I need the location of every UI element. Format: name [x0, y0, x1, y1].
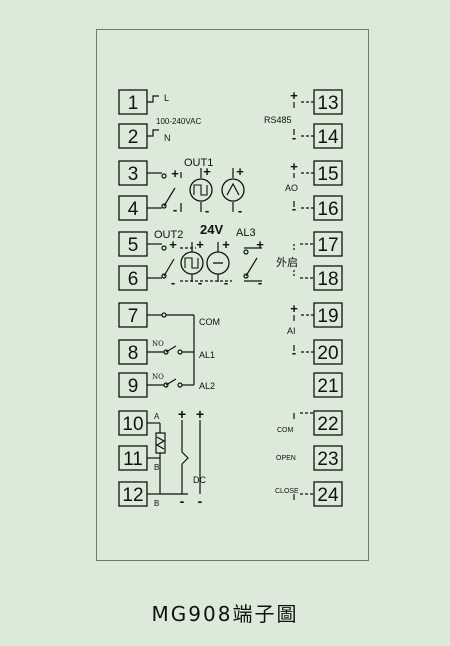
label-a: A — [154, 412, 160, 421]
terminal-number-18: 18 — [317, 269, 338, 290]
al3-minus: - — [258, 275, 262, 290]
terminal-number-20: 20 — [317, 343, 338, 364]
out1-ssr-minus: - — [205, 203, 209, 218]
out1-relay-plus: + — [171, 166, 179, 181]
terminal-number-8: 8 — [128, 343, 139, 364]
out2-ssr-minus: - — [198, 275, 202, 290]
terminal-number-12: 12 — [122, 485, 143, 506]
terminal-number-17: 17 — [317, 235, 338, 256]
label-ao: AO — [285, 183, 298, 193]
terminal-number-2: 2 — [128, 127, 139, 148]
terminal-box-17 — [313, 231, 343, 257]
label-external-start: 外启 — [276, 256, 298, 269]
left-terminals — [118, 89, 148, 507]
label-al3: AL3 — [236, 227, 256, 239]
terminal-number-6: 6 — [128, 269, 139, 290]
ao-minus: - — [292, 201, 296, 216]
rs485-plus: + — [290, 88, 298, 103]
dc-minus-1: - — [180, 493, 185, 509]
terminal-panel — [96, 29, 369, 561]
dc-plus-1: + — [178, 406, 186, 422]
terminal-number-19: 19 — [317, 306, 338, 327]
terminal-number-11: 11 — [123, 449, 143, 470]
out2-ssr-plus: + — [196, 237, 204, 252]
label-24v: 24V — [200, 222, 223, 237]
v24-plus: + — [222, 237, 230, 252]
terminal-box-21 — [313, 372, 343, 398]
terminal-number-4: 4 — [128, 199, 139, 220]
label-l: L — [164, 93, 169, 103]
out2-wiring — [147, 242, 262, 282]
out1-current-plus: + — [236, 164, 244, 179]
label-out2: OUT2 — [154, 229, 183, 241]
label-b-lower: B — [154, 499, 159, 508]
out1-ssr-plus: + — [203, 164, 211, 179]
label-ai: AI — [287, 326, 296, 336]
ai-plus: + — [290, 301, 298, 316]
rs485-minus: - — [292, 130, 296, 145]
label-dc: DC — [193, 475, 206, 485]
terminal-number-16: 16 — [317, 199, 338, 220]
power-wiring — [147, 95, 159, 137]
dc-source-symbol-24v — [206, 251, 230, 275]
al3-plus: + — [256, 237, 264, 252]
terminal-number-7: 7 — [128, 306, 139, 327]
label-n: N — [164, 133, 171, 143]
out1-wiring — [147, 168, 234, 212]
diagram-title: MG908端子圖 — [151, 602, 299, 626]
right-terminals — [313, 89, 343, 507]
terminal-number-24: 24 — [317, 485, 339, 506]
ssr-symbol-out2 — [180, 251, 204, 275]
right-terminal-numbers: 13 14 15 16 17 18 19 20 21 22 23 24 — [317, 93, 339, 506]
label-no-al1: NO — [152, 340, 164, 348]
label-al2: AL2 — [199, 381, 215, 391]
label-no-al2: NO — [152, 373, 164, 381]
left-terminal-numbers: 1 2 3 4 5 6 7 8 9 10 11 12 — [122, 93, 143, 506]
out1-relay-minus: - — [173, 202, 177, 217]
terminal-number-3: 3 — [128, 164, 139, 185]
label-b-upper: B — [154, 463, 159, 472]
ai-minus: - — [292, 345, 296, 360]
terminal-number-13: 13 — [317, 93, 338, 114]
label-open: OPEN — [276, 455, 296, 462]
current-source-symbol-out1 — [221, 178, 245, 202]
label-com-left: COM — [199, 317, 220, 327]
right-side-wiring — [293, 101, 314, 500]
v24-minus: - — [224, 275, 228, 290]
terminal-number-1: 1 — [128, 93, 139, 114]
alarm-wiring — [147, 312, 195, 388]
terminal-number-14: 14 — [317, 127, 339, 148]
terminal-box-23 — [313, 445, 343, 471]
terminal-number-22: 22 — [317, 414, 338, 435]
dc-minus-2: - — [198, 493, 203, 509]
terminal-number-9: 9 — [128, 376, 139, 397]
label-com-right: COM — [277, 427, 294, 434]
out2-relay-plus: + — [169, 237, 177, 252]
label-out1: OUT1 — [184, 157, 213, 169]
label-rs485: RS485 — [264, 115, 292, 125]
label-supply-voltage: 100-240VAC — [156, 117, 201, 126]
terminal-number-5: 5 — [128, 235, 139, 256]
terminal-number-15: 15 — [317, 164, 338, 185]
out1-current-minus: - — [238, 203, 242, 218]
terminal-number-23: 23 — [317, 449, 338, 470]
terminal-box-22 — [313, 410, 343, 436]
ao-plus: + — [290, 159, 298, 174]
terminal-box-24 — [313, 481, 343, 507]
label-al1: AL1 — [199, 350, 215, 360]
terminal-box-18 — [313, 265, 343, 291]
terminal-number-21: 21 — [317, 376, 338, 397]
label-close: CLOSE — [275, 488, 299, 495]
ssr-symbol-out1 — [189, 178, 213, 202]
rs485-dc-wiring — [147, 420, 201, 495]
dc-plus-2: + — [196, 406, 204, 422]
terminal-number-10: 10 — [122, 414, 143, 435]
out2-relay-minus: - — [171, 275, 175, 290]
